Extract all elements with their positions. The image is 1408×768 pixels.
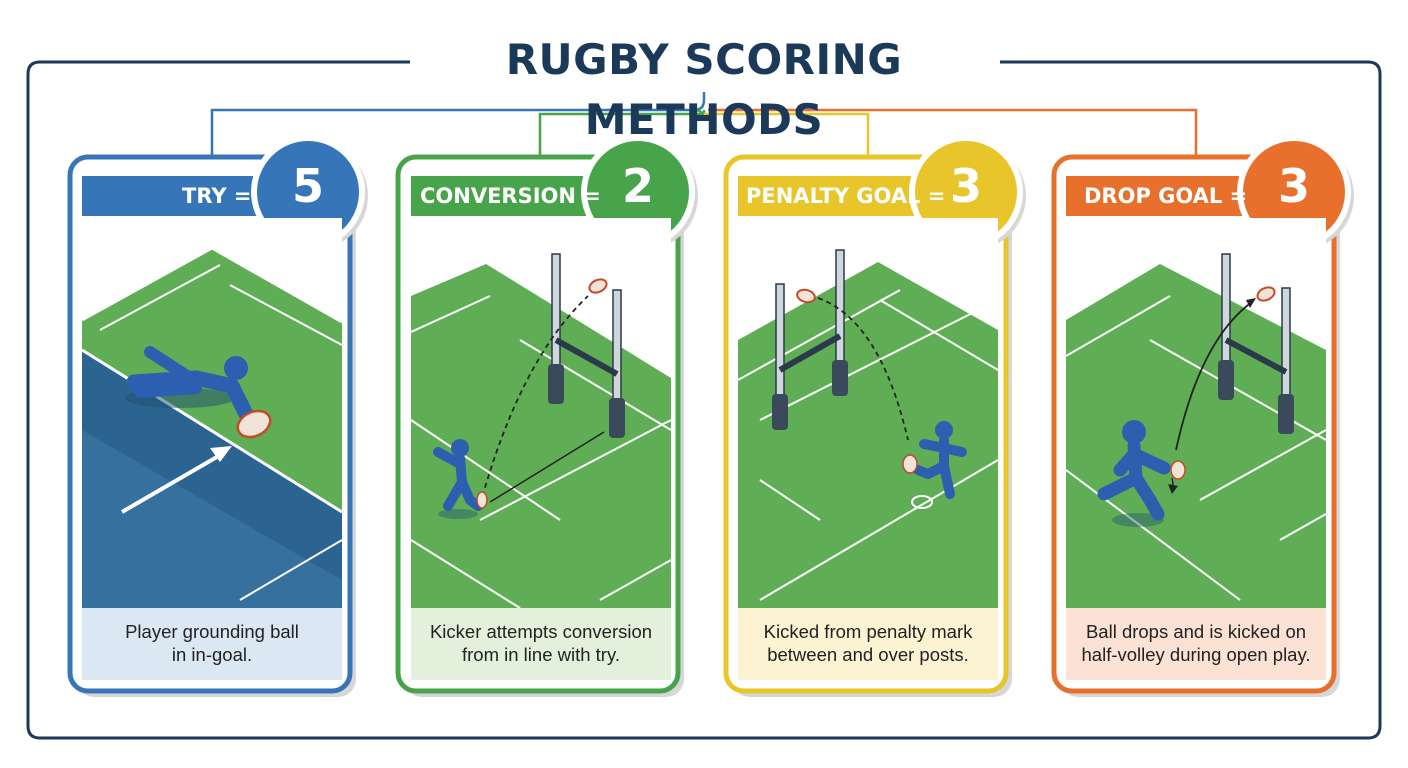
card-try-points-unit: PTS	[285, 215, 331, 239]
drop-goal-field-illustration	[1066, 218, 1326, 608]
outer-frame	[26, 60, 1382, 740]
card-drop-goal-points: 3	[1277, 159, 1310, 213]
card-drop-goal-label: DROP GOAL =	[1084, 184, 1248, 208]
card-conversion-caption-line2: from in line with try.	[462, 644, 620, 665]
page-title: RUGBY SCORING METHODS	[505, 35, 903, 144]
card-penalty-goal-points-unit: PTS	[943, 215, 989, 239]
drop-goal-goalposts-icon	[1218, 253, 1294, 434]
card-try-points: 5	[291, 159, 324, 213]
card-penalty-goal-label: PENALTY GOAL =	[746, 184, 946, 208]
penalty-field-illustration	[738, 218, 998, 608]
card-penalty-goal-caption-line1: Kicked from penalty mark	[763, 621, 973, 642]
card-penalty-goal-caption: Kicked from penalty mark between and ove…	[744, 620, 992, 666]
card-drop-goal-caption-line2: half-volley during open play.	[1081, 644, 1311, 665]
connector-lines	[210, 92, 1198, 158]
card-conversion	[395, 135, 698, 697]
card-conversion-label: CONVERSION =	[420, 184, 601, 208]
card-conversion-points: 2	[621, 159, 654, 213]
card-conversion-caption: Kicker attempts conversion from in line …	[417, 620, 665, 666]
try-field-illustration	[82, 218, 342, 608]
penalty-goalposts-icon	[772, 249, 848, 430]
card-penalty-goal-points: 3	[949, 159, 982, 213]
card-try	[67, 135, 368, 697]
drop-goal-kicker-icon	[1097, 420, 1186, 527]
card-try-caption-line2: in in-goal.	[171, 644, 253, 665]
card-penalty-goal-caption-line2: between and over posts.	[767, 644, 969, 665]
card-try-label: TRY =	[182, 184, 252, 208]
card-penalty-goal	[723, 135, 1026, 697]
card-drop-goal-caption: Ball drops and is kicked on half-volley …	[1072, 620, 1320, 666]
card-try-caption: Player grounding ball in in-goal.	[88, 620, 336, 666]
try-player-icon	[125, 346, 272, 439]
conversion-field-illustration	[411, 218, 671, 608]
penalty-kicker-icon	[902, 421, 967, 499]
card-conversion-caption-line1: Kicker attempts conversion	[429, 621, 653, 642]
card-drop-goal	[1051, 135, 1354, 697]
conversion-kicker-icon	[433, 439, 488, 519]
card-try-caption-line1: Player grounding ball	[125, 621, 299, 642]
conversion-goalposts-icon	[548, 253, 625, 438]
card-conversion-points-unit: PTS	[615, 215, 661, 239]
card-drop-goal-caption-line1: Ball drops and is kicked on	[1085, 621, 1307, 642]
card-drop-goal-points-unit: PTS	[1271, 215, 1317, 239]
